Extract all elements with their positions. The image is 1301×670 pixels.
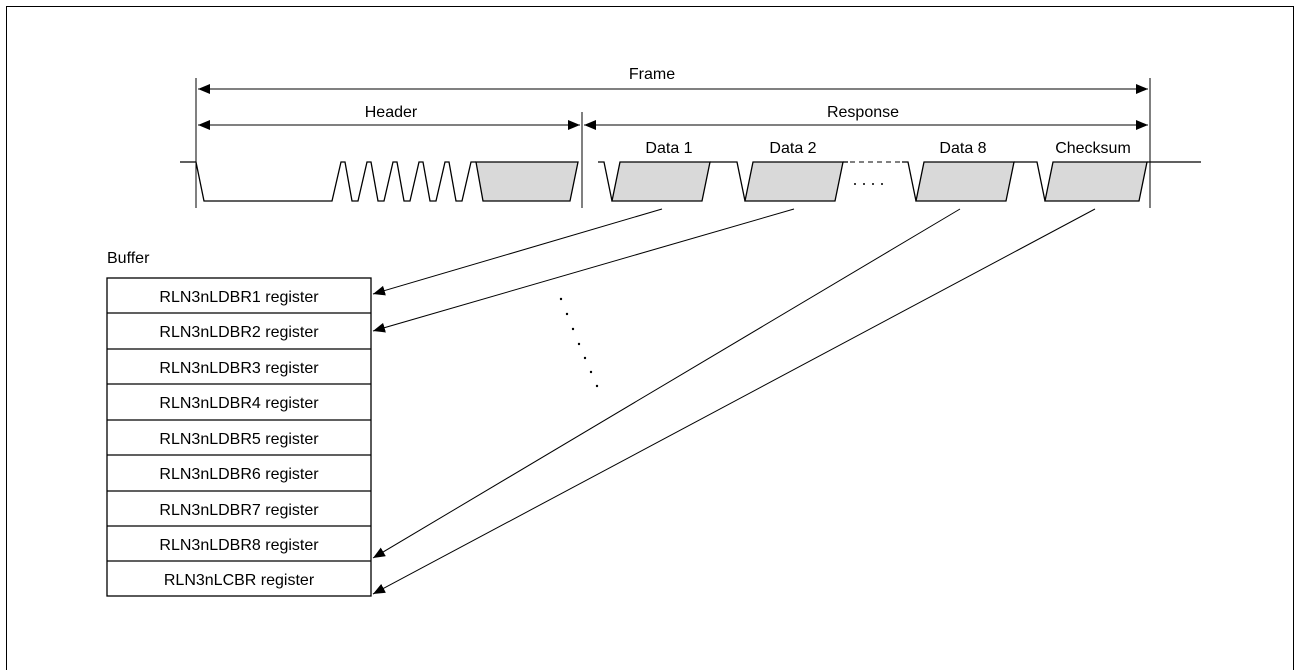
checksum-field <box>1044 161 1148 202</box>
header-dimension: Header <box>198 104 583 208</box>
register-row: RLN3nLDBR4 register <box>159 395 319 412</box>
buffer-register-table: RLN3nLDBR1 register RLN3nLDBR2 register … <box>106 277 372 597</box>
register-row: RLN3nLDBR3 register <box>159 360 319 377</box>
arrow-ellipsis-dots <box>559 297 599 388</box>
frame-dimension: Frame <box>195 66 1151 208</box>
register-row: RLN3nLDBR1 register <box>159 289 319 306</box>
diagram-border <box>6 6 1294 670</box>
response-dimension: Response <box>584 104 1148 130</box>
lin-waveform <box>180 161 1201 202</box>
data1-arrow <box>372 208 663 296</box>
buffer-label: Buffer <box>107 250 150 267</box>
header-field <box>475 161 579 202</box>
data1-label: Data 1 <box>645 140 692 157</box>
data1-field <box>611 161 711 202</box>
checksum-label: Checksum <box>1055 140 1131 157</box>
data2-field <box>744 161 844 202</box>
ellipsis-dots <box>854 183 883 185</box>
data2-arrow <box>372 208 795 333</box>
data8-field <box>915 161 1015 202</box>
header-label: Header <box>365 104 418 121</box>
response-label: Response <box>827 104 899 121</box>
register-row: RLN3nLDBR8 register <box>159 537 319 554</box>
frame-label: Frame <box>629 66 675 83</box>
register-row: RLN3nLDBR6 register <box>159 466 319 483</box>
register-row: RLN3nLDBR7 register <box>159 502 319 519</box>
data8-label: Data 8 <box>939 140 986 157</box>
register-row: RLN3nLCBR register <box>164 572 315 589</box>
register-row: RLN3nLDBR2 register <box>159 324 319 341</box>
register-row: RLN3nLDBR5 register <box>159 431 319 448</box>
data2-label: Data 2 <box>769 140 816 157</box>
data8-arrow <box>372 208 961 559</box>
checksum-arrow <box>372 208 1096 595</box>
